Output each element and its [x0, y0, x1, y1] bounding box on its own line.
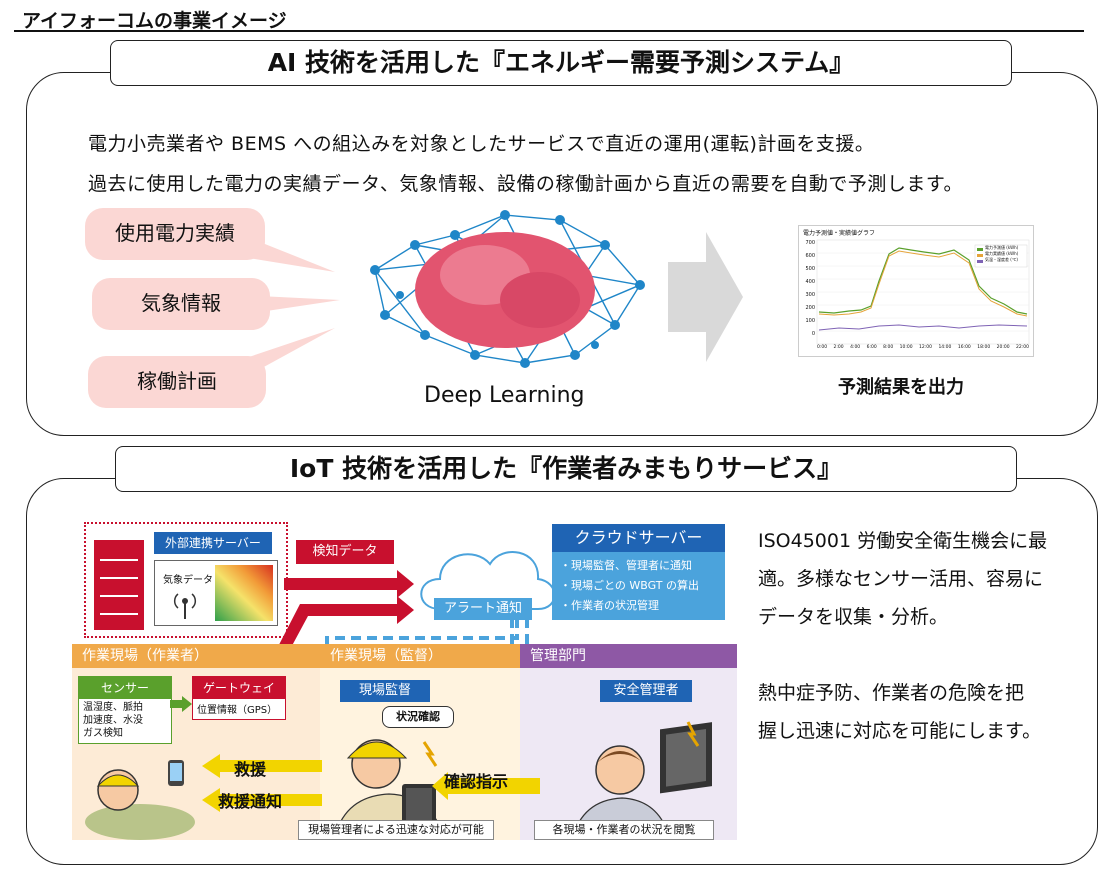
x-tick: 6:00 — [866, 345, 877, 350]
right-arrow-icon — [668, 232, 743, 362]
caption-supervisor: 現場管理者による迅速な対応が可能 — [298, 820, 494, 840]
gateway-info: 位置情報（GPS） — [197, 705, 278, 716]
zone-worker-title: 作業現場（作業者） — [72, 644, 320, 668]
iot-desc-para2: 熱中症予防、作業者の危険を把 握し迅速に対応を可能にします。 — [758, 674, 1041, 750]
forecast-graph: 電力予測値・実績値グラフ 電力予測値 (kWh) 電力実績値 (kWh) 気温・… — [798, 225, 1034, 357]
x-tick: 20:00 — [996, 345, 1010, 350]
x-tick: 8:00 — [883, 345, 894, 350]
sensor-item: 温湿度、脈拍 — [83, 702, 143, 713]
zone-supervisor-title: 作業現場（監督） — [320, 644, 520, 668]
x-tick: 16:00 — [957, 345, 971, 350]
x-tick: 2:00 — [833, 345, 844, 350]
rescue-arrows — [202, 754, 322, 812]
legend-forecast: 電力予測値 (kWh) — [985, 245, 1019, 250]
weather-data-label: 気象データ — [163, 575, 213, 586]
sensor-items: 温湿度、脈拍 加速度、水没 ガス検知 — [83, 701, 143, 740]
legend-actual: 電力実績値 (kWh) — [985, 251, 1019, 256]
y-tick: 100 — [805, 318, 815, 324]
cloud-item: ・現場監督、管理者に通知 — [560, 559, 692, 572]
x-tick: 4:00 — [850, 345, 861, 350]
iot-desc-line: 熱中症予防、作業者の危険を把 — [758, 682, 1025, 704]
manager-person-icon — [571, 721, 712, 840]
y-tick: 300 — [805, 292, 815, 298]
rescue-label: 救援 — [234, 760, 267, 779]
input-power-record: 使用電力実績 — [85, 208, 265, 260]
graph-y-ticks: 700 600 500 400 300 200 100 0 — [801, 237, 815, 341]
sensor-item: 加速度、水没 — [83, 715, 143, 726]
iot-diagram: 外部連携サーバー 気象データ 検知データ アラート通知 クラウドサーバー — [72, 520, 737, 840]
input-operation-plan: 稼働計画 — [88, 356, 266, 408]
fallen-worker-icon — [85, 760, 195, 840]
sensor-label: センサー — [79, 677, 171, 699]
ai-desc-line1: 電力小売業者や BEMS への組込みを対象としたサービスで直近の運用(運転)計画… — [88, 133, 875, 155]
confirm-order-arrow — [432, 772, 540, 800]
sensor-item: ガス検知 — [83, 728, 123, 739]
deep-learning-label: Deep Learning — [424, 383, 585, 408]
iot-section-title: IoT 技術を活用した『作業者みまもりサービス』 — [115, 446, 1017, 492]
iot-desc-line: 適。多様なセンサー活用、容易に — [758, 568, 1044, 590]
graph-plot — [816, 239, 1030, 345]
cloud-server-items: ・現場監督、管理者に通知 ・現場ごとの WBGT の算出 ・作業者の状況管理 — [560, 556, 699, 616]
server-icon — [94, 540, 144, 630]
cloud-server-box: クラウドサーバー ・現場監督、管理者に通知 ・現場ごとの WBGT の算出 ・作… — [552, 524, 725, 620]
y-tick: 600 — [805, 253, 815, 259]
site-supervisor-label: 現場監督 — [340, 680, 430, 702]
output-label: 予測結果を出力 — [838, 377, 964, 398]
y-tick: 500 — [805, 266, 815, 272]
graph-x-ticks: 0:00 2:00 4:00 6:00 8:00 10:00 12:00 14:… — [817, 345, 1029, 350]
sensor-arrow — [170, 696, 192, 712]
x-tick: 14:00 — [938, 345, 952, 350]
input-weather-info: 気象情報 — [92, 278, 270, 330]
gateway-label: ゲートウェイ — [193, 677, 285, 699]
graph-legend: 電力予測値 (kWh) 電力実績値 (kWh) 気温・湿度差 (℃) — [985, 245, 1018, 263]
cloud-server-title: クラウドサーバー — [552, 524, 725, 552]
weather-data-panel: 気象データ — [154, 560, 278, 626]
y-tick: 700 — [805, 240, 815, 246]
alert-notice-label: アラート通知 — [434, 598, 532, 620]
external-server-label: 外部連携サーバー — [154, 532, 272, 554]
x-tick: 0:00 — [817, 345, 828, 350]
cloud-item: ・現場ごとの WBGT の算出 — [560, 579, 699, 592]
ai-desc-line2: 過去に使用した電力の実績データ、気象情報、設備の稼働計画から直近の需要を自動で予… — [88, 173, 964, 195]
iot-desc-para1: ISO45001 労働安全衛生機会に最 適。多様なセンサー活用、容易に データを… — [758, 522, 1047, 636]
iot-desc-line: データを収集・分析。 — [758, 606, 949, 628]
x-tick: 12:00 — [919, 345, 933, 350]
legend-temperature: 気温・湿度差 (℃) — [985, 257, 1018, 262]
y-tick: 200 — [805, 305, 815, 311]
graph-title: 電力予測値・実績値グラフ — [803, 230, 876, 237]
iot-desc-line: ISO45001 労働安全衛生機会に最 — [758, 530, 1048, 552]
y-tick: 0 — [811, 331, 815, 337]
gateway-box: ゲートウェイ 位置情報（GPS） — [192, 676, 286, 720]
wbgt-heatmap-icon — [215, 565, 273, 621]
confirm-order-label: 確認指示 — [444, 772, 509, 791]
page-title: アイフォーコムの事業イメージ — [22, 10, 287, 32]
safety-manager-label: 安全管理者 — [600, 680, 692, 702]
detect-data-label: 検知データ — [296, 540, 394, 564]
sensor-box: センサー 温湿度、脈拍 加速度、水没 ガス検知 — [78, 676, 172, 744]
brain-network-icon — [370, 210, 645, 368]
rescue-notice-label: 救援通知 — [218, 792, 283, 811]
x-tick: 22:00 — [1016, 345, 1029, 350]
title-rule — [14, 30, 1084, 32]
cloud-item: ・作業者の状況管理 — [560, 599, 659, 612]
iot-desc-line: 握し迅速に対応を可能にします。 — [758, 720, 1042, 742]
caption-manager: 各現場・作業者の状況を閲覧 — [534, 820, 714, 840]
status-check-bubble: 状況確認 — [382, 706, 454, 728]
x-tick: 10:00 — [899, 345, 913, 350]
y-tick: 400 — [805, 279, 815, 285]
ai-section-title: AI 技術を活用した『エネルギー需要予測システム』 — [110, 40, 1012, 86]
zone-management-title: 管理部門 — [520, 644, 737, 668]
antenna-icon — [173, 593, 197, 619]
x-tick: 18:00 — [977, 345, 991, 350]
